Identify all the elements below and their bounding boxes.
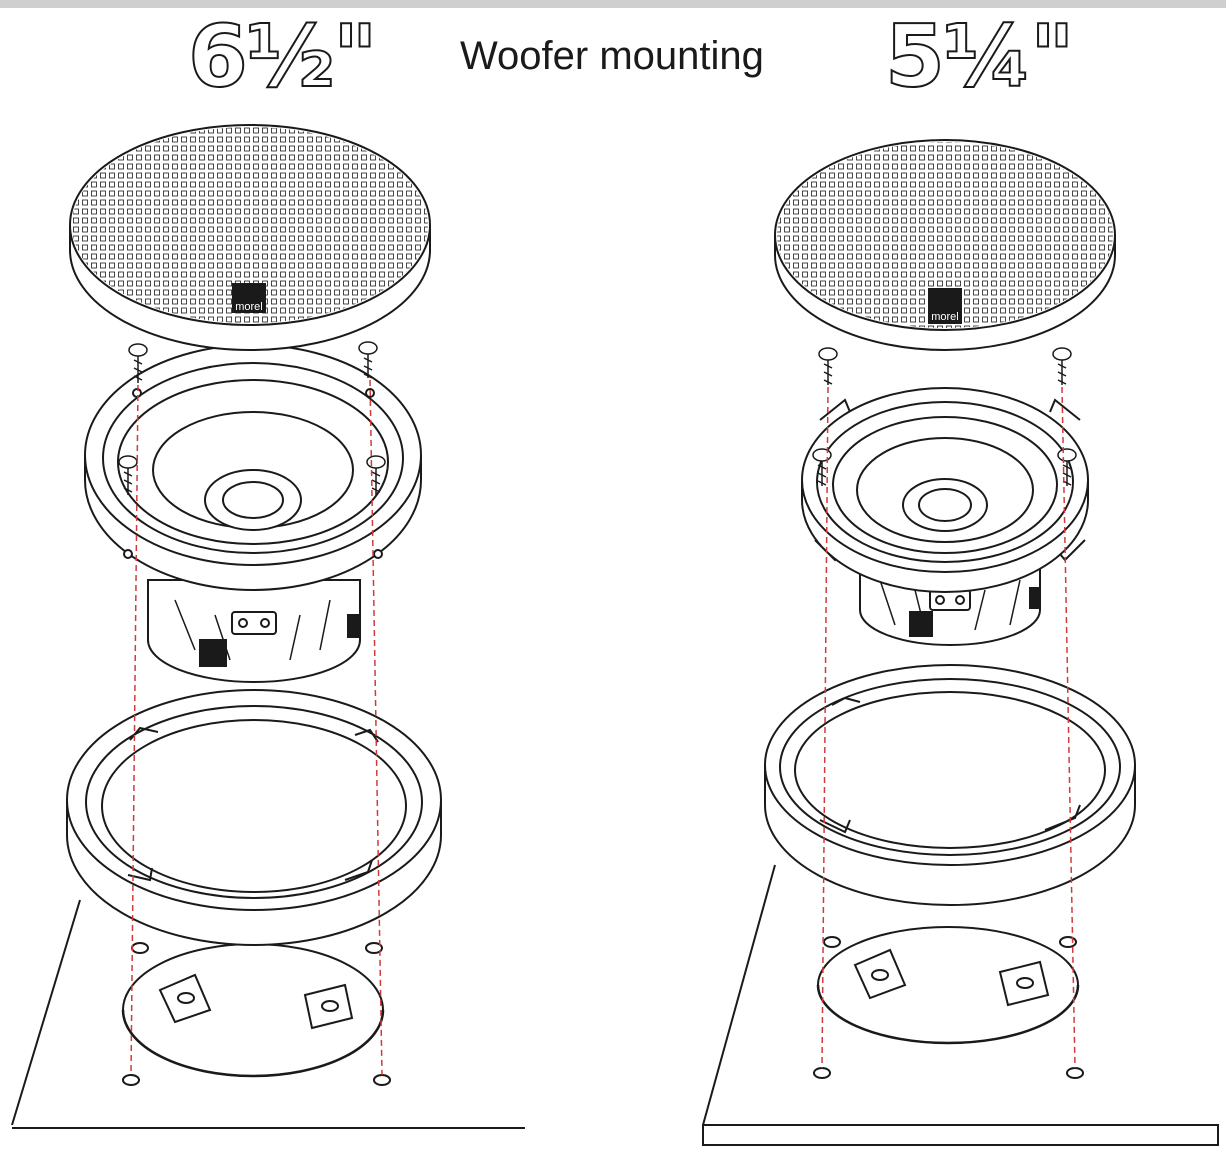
right-woofer-frame (801, 387, 1089, 593)
left-woofer-frame (84, 344, 422, 591)
right-assembly: morel (702, 139, 1219, 1146)
diagram-title: Woofer mounting (460, 34, 764, 78)
right-grille: morel (774, 139, 1116, 351)
morel-logo: morel (232, 283, 266, 313)
svg-text:morel: morel (931, 311, 959, 323)
left-woofer-basket (147, 579, 361, 683)
screw (118, 455, 138, 495)
right-mounting-panel (702, 864, 1219, 1146)
left-guide-lines (130, 379, 383, 1076)
right-guide-lines (821, 386, 1076, 1069)
svg-text:morel: morel (235, 301, 263, 313)
right-adapter-ring (764, 664, 1136, 906)
screw (128, 343, 148, 383)
right-size-label: 5¼" (884, 7, 1076, 107)
screw (812, 448, 832, 486)
screw (358, 341, 378, 379)
left-grille: morel (69, 124, 431, 351)
right-screws (812, 347, 1077, 486)
left-size-label: 6½" (187, 7, 379, 107)
screw (818, 347, 838, 385)
left-screws (118, 341, 386, 495)
left-assembly: morel (11, 124, 525, 1129)
morel-logo: morel (928, 288, 962, 324)
left-adapter-ring (66, 689, 442, 946)
top-border (0, 0, 1226, 8)
screw (1052, 347, 1072, 385)
